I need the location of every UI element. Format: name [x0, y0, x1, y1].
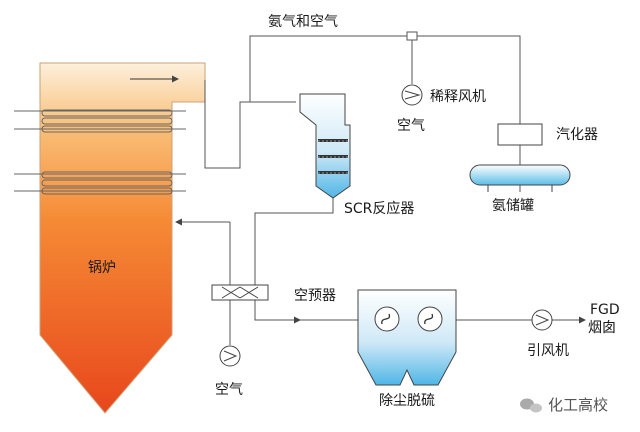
air-top-label: 空气 — [397, 118, 425, 134]
induced-fan-label: 引风机 — [527, 343, 569, 359]
scr-reactor — [299, 93, 351, 199]
air-preheater — [211, 284, 269, 301]
ammonia-air-label: 氨气和空气 — [268, 14, 338, 30]
ammonia-mixer — [406, 31, 418, 41]
dust-desulfurization-unit — [357, 289, 457, 386]
vaporizer — [497, 123, 543, 146]
scr-label: SCR反应器 — [344, 200, 414, 217]
vaporizer-label: 汽化器 — [556, 127, 598, 143]
wechat-icon — [520, 398, 542, 413]
fgd-label: FGD — [590, 302, 620, 318]
piping — [175, 35, 586, 345]
ammonia-tank — [469, 164, 571, 192]
watermark: 化工高校 — [520, 396, 608, 414]
air-bottom-label: 空气 — [215, 382, 243, 398]
upper-tube-bank — [14, 109, 186, 133]
dilution-fan-label: 稀释风机 — [430, 89, 486, 105]
dust-desulfur-label: 除尘脱硫 — [379, 393, 435, 409]
boiler-body — [39, 62, 206, 414]
flue-gas-label: 烟囱 — [588, 320, 616, 336]
lower-tube-bank — [14, 171, 186, 195]
dilution-fan — [401, 84, 423, 106]
boiler-label: 锅炉 — [88, 260, 116, 276]
induced-draft-fan — [531, 309, 553, 331]
air-fan-bottom — [219, 345, 241, 367]
air-preheater-label: 空预器 — [294, 288, 336, 304]
ammonia-tank-label: 氨储罐 — [492, 198, 534, 214]
boiler: 锅炉 — [14, 62, 206, 414]
watermark-text: 化工高校 — [548, 396, 608, 414]
